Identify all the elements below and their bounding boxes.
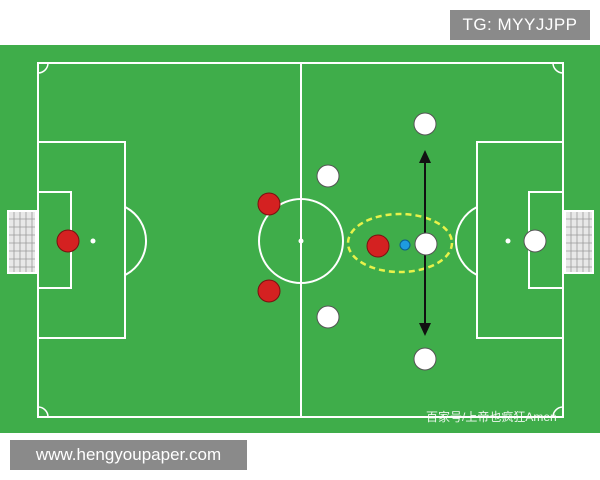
left-penalty-arc [124,206,147,276]
left-penalty-spot [90,238,96,244]
right-penalty-spot [505,238,511,244]
white-goalkeeper [523,229,547,253]
white-forward-bottom [413,347,437,371]
highlight-ellipse [346,212,454,274]
white-forward-top [413,112,437,136]
center-spot [298,238,304,244]
red-forward [366,234,390,258]
right-penalty-arc [455,206,478,276]
white-midfielder-top [316,164,340,188]
ball [399,239,411,251]
corner-arc-bottom-left [37,406,49,418]
red-goalkeeper [56,229,80,253]
left-goal-net [7,210,37,274]
corner-arc-bottom-right [552,406,564,418]
white-forward-center [414,232,438,256]
red-defender-top [257,192,281,216]
tg-badge: TG: MYYJJPP [450,10,590,40]
arrow-head-up [419,150,431,163]
white-midfielder-bottom [316,305,340,329]
corner-arc-top-right [552,62,564,74]
watermark-text: 百家号/上帝也疯狂Amen [426,410,557,424]
arrow-head-down [419,323,431,336]
corner-arc-top-left [37,62,49,74]
right-goal-net [564,210,594,274]
website-badge: www.hengyoupaper.com [10,440,247,470]
center-circle [258,198,344,284]
red-defender-bottom [257,279,281,303]
